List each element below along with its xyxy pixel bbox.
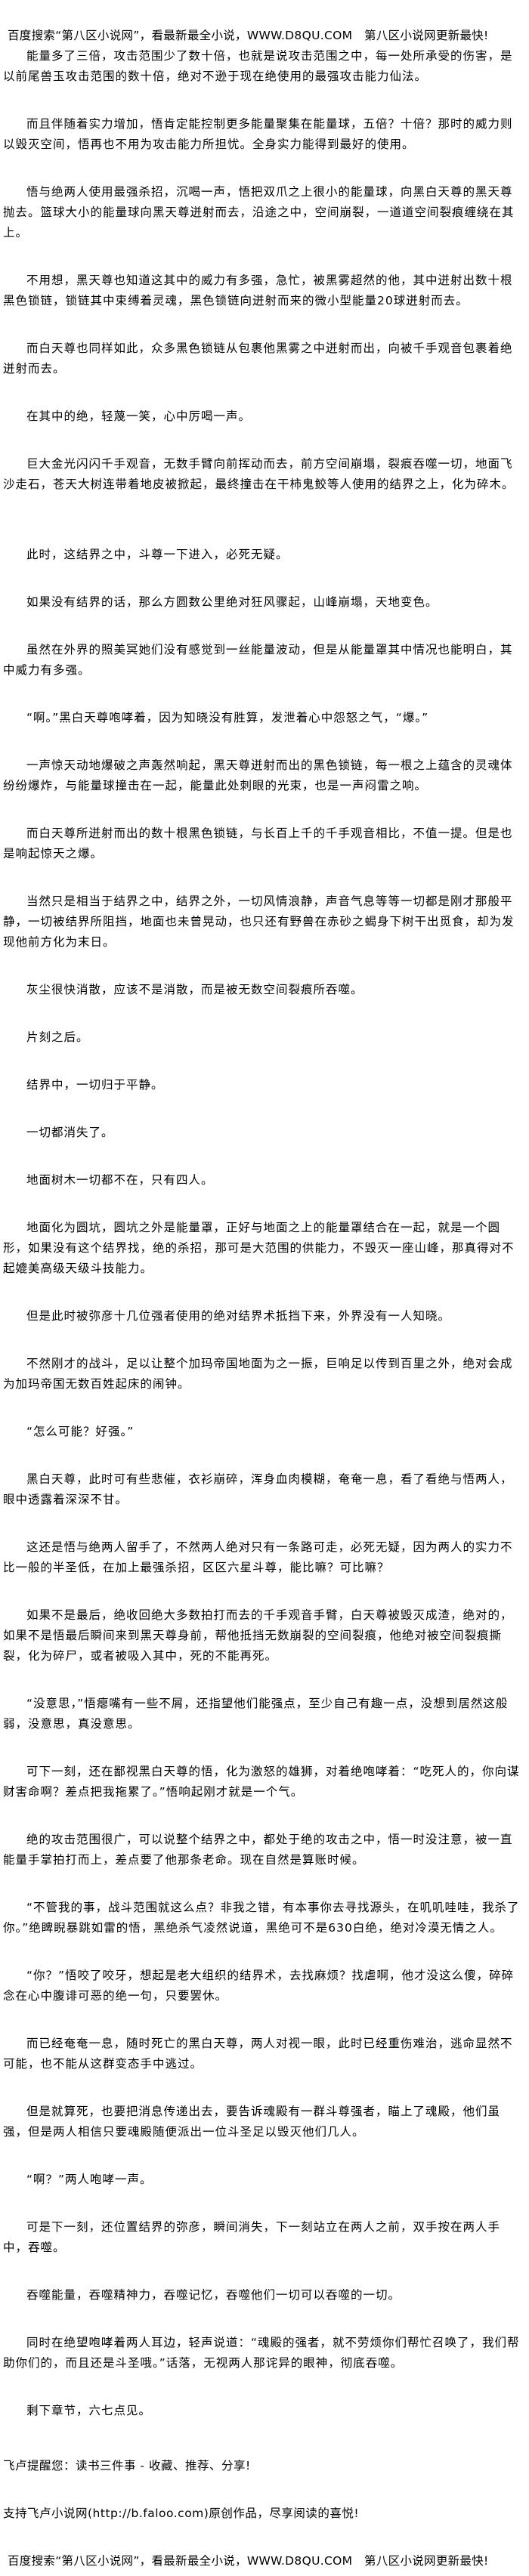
paragraph: 但是就算死，也要把消息传递出去，要告诉魂殿有一群斗尊强者，瞄上了魂殿，他们虽强，… (3, 2105, 501, 2139)
paragraph: 虽然在外界的照美冥她们没有感觉到一丝能量波动，但是从能量罩其中情况也能明白，其中… (3, 643, 513, 677)
footer-support-link[interactable]: 支持飞卢小说网(http://b.faloo.com)原创作品，尽享阅读的喜悦! (3, 2507, 360, 2520)
chapter-body: 能量多了三倍，攻击范围少了数十倍，也就是说攻击范围之中，每一处所承受的伤害，是以… (3, 46, 521, 2421)
paragraph: 同时在绝望咆哮着两人耳边，轻声说道：“魂殿的强者，就不劳烦你们帮忙召唤了，我们帮… (3, 2336, 520, 2370)
paragraph: 结界中，一切归于平静。 (26, 1078, 164, 1092)
paragraph: 这还是悟与绝两人留手了，不然两人绝对只有一条路可走，必死无疑，因为两人的实力不比… (3, 1540, 513, 1574)
site-banner-top: 百度搜索“第八区小说网”，看最新最全小说，WWW.D8QU.COM 第八区小说网… (8, 29, 489, 42)
paragraph: “没意思，”悟瘪嘴有一些不屑，还指望他们能强点，至少自己有趣一点，没想到居然这般… (3, 1697, 509, 1731)
paragraph: 可下一刻，还在鄙视黑白天尊的悟，化为激怒的雄狮，对着绝咆哮着：“吃死人的，你向谋… (3, 1765, 520, 1799)
paragraph: 如果没有结界的话，那么方圆数公里绝对狂风骤起，山峰崩塌，天地变色。 (26, 595, 438, 609)
paragraph: 而且伴随着实力增加，悟肯定能控制更多能量聚集在能量球，五倍？十倍？那时的威力则以… (3, 117, 513, 151)
paragraph: 一切都消失了。 (26, 1126, 114, 1139)
paragraph: “你？”悟咬了咬牙，想起是老大组织的结界术，去找麻烦？找虐啊，他才没这么傻，碎碎… (3, 1969, 515, 2003)
site-banner-bottom: 百度搜索“第八区小说网”，看最新最全小说，WWW.D8QU.COM 第八区小说网… (8, 2554, 489, 2568)
paragraph: 地面树木一切都不在，只有四人。 (26, 1173, 214, 1187)
paragraph: 灰尘很快消散，应该不是消散，而是被无数空间裂痕所吞噬。 (26, 983, 363, 996)
paragraph: 悟与绝两人使用最强杀招，沉喝一声，悟把双爪之上很小的能量球，向黑白天尊的黑天尊抛… (3, 185, 515, 239)
paragraph: 黑白天尊，此时可有些悲催，衣衫崩碎，浑身血肉模糊，奄奄一息，看了看绝与悟两人，眼… (3, 1472, 513, 1506)
paragraph: 不然刚才的战斗，足以让整个加玛帝国地面为之一振，巨响足以传到百里之外，绝对会成为… (3, 1357, 513, 1391)
paragraph: 绝的攻击范围很广，可以说整个结界之中，都处于绝的攻击之中，悟一时没注意，被一直能… (3, 1833, 513, 1867)
paragraph: “啊？”两人咆哮一声。 (26, 2173, 153, 2186)
paragraph: 片刻之后。 (26, 1030, 89, 1044)
paragraph: 而白天尊所迸射而出的数十根黑色锁链，与长百上千的千手观音相比，不值一提。但是也是… (3, 826, 513, 860)
paragraph: 能量多了三倍，攻击范围少了数十倍，也就是说攻击范围之中，每一处所承受的伤害，是以… (3, 49, 513, 83)
paragraph: 可是下一刻，还位置结界的弥彦，瞬间消失，下一刻站立在两人之前，双手按在两人手中，… (3, 2220, 501, 2254)
paragraph: “不管我的事，战斗范围就这么点？非我之错，有本事你去寻找源头，在叽叽哇哇，我杀了… (3, 1901, 520, 1935)
paragraph: 如果不是最后，绝收回绝大多数拍打而去的千手观音手臂，白天尊被毁灭成渣，绝对的，如… (3, 1608, 513, 1663)
paragraph: 吞噬能量，吞噬精神力，吞噬记忆，吞噬他们一切可以吞噬的一切。 (26, 2288, 401, 2302)
footer-reminder: 飞卢提醒您：读书三件事 - 收藏、推荐、分享! (3, 2459, 251, 2473)
paragraph: 地面化为圆坑，圆坑之外是能量罩，正好与地面之上的能量罩结合在一起，就是一个圆形，… (3, 1221, 515, 1275)
paragraph: 而白天尊也同样如此，众多黑色锁链从包裹他黑雾之中迸射而出，向被千手观音包裹着绝迸… (3, 341, 513, 375)
paragraph: 但是此时被弥彦十几位强者使用的绝对结界术抵挡下来，外界没有一人知晓。 (26, 1309, 451, 1323)
paragraph: 巨大金光闪闪千手观音，无数手臂向前挥动而去，前方空间崩塌，裂痕吞噬一切，地面飞沙… (3, 457, 515, 491)
paragraph: 而已经奄奄一息，随时死亡的黑白天尊，两人对视一眼，此时已经重伤难治，逃命显然不可… (3, 2037, 513, 2071)
paragraph: 当然只是相当于结界之中，结界之外，一切风情浪静，声音气息等等一切都是刚才那般平静… (3, 894, 515, 949)
paragraph: 剩下章节，六七点见。 (26, 2404, 152, 2417)
paragraph: 此时，这结界之中，斗尊一下进入，必死无疑。 (26, 548, 289, 561)
paragraph: 在其中的绝，轻蔑一笑，心中厉喝一声。 (26, 409, 252, 423)
paragraph: 一声惊天动地爆破之声轰然响起，黑天尊迸射而出的黑色锁链，每一根之上蕴含的灵魂体纷… (3, 758, 513, 792)
paragraph: “怎么可能？好强。” (26, 1425, 135, 1438)
paragraph: 不用想，黑天尊也知道这其中的威力有多强，急忙，被黑雾超然的他，其中迸射出数十根黑… (3, 273, 513, 307)
paragraph: “啊。”黑白天尊咆哮着，因为知晓没有胜算，发泄着心中怨怒之气，“爆。” (26, 711, 429, 724)
